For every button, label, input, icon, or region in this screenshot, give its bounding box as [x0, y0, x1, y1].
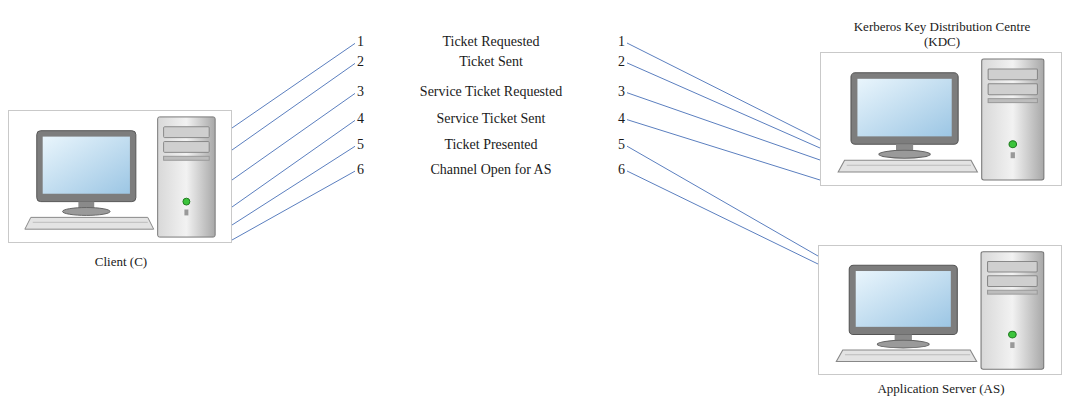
computer-node: Application Server (AS)	[818, 245, 1062, 375]
step-number: 5	[357, 136, 364, 154]
step-number: 5	[618, 136, 625, 154]
edge-label: Channel Open for AS	[431, 161, 552, 179]
step-number: 4	[618, 110, 625, 128]
computer-node: Client (C)	[8, 110, 232, 243]
computer-node: Kerberos Key Distribution Centre (KDC)	[820, 52, 1062, 186]
step-number: 1	[357, 33, 364, 51]
edge-label: Ticket Sent	[459, 53, 523, 71]
edge-label-row: 1 Ticket Requested 1	[355, 33, 627, 51]
step-number: 3	[357, 83, 364, 101]
step-number: 4	[357, 110, 364, 128]
step-number: 2	[357, 53, 364, 71]
edge-label-row: 6 Channel Open for AS 6	[355, 161, 627, 179]
node-label: Application Server (AS)	[821, 381, 1061, 396]
connector-line	[232, 92, 820, 180]
step-number: 6	[357, 161, 364, 179]
edge-label-row: 2 Ticket Sent 2	[355, 53, 627, 71]
edge-label: Ticket Requested	[442, 33, 539, 51]
step-number: 6	[618, 161, 625, 179]
connector-line	[232, 42, 820, 140]
node-label: Kerberos Key Distribution Centre (KDC)	[837, 19, 1047, 49]
edge-label: Service Ticket Requested	[420, 83, 562, 101]
edge-label-row: 5 Ticket Presented 5	[355, 136, 627, 154]
step-number: 1	[618, 33, 625, 51]
node-label: Client (C)	[21, 254, 221, 269]
connector-line	[232, 170, 818, 264]
edge-label-row: 4 Service Ticket Sent 4	[355, 110, 627, 128]
edge-label-row: 3 Service Ticket Requested 3	[355, 83, 627, 101]
step-number: 2	[618, 53, 625, 71]
connector-line	[232, 145, 818, 256]
connector-line	[232, 119, 820, 207]
edge-label: Ticket Presented	[444, 136, 537, 154]
edge-label: Service Ticket Sent	[437, 110, 546, 128]
step-number: 3	[618, 83, 625, 101]
